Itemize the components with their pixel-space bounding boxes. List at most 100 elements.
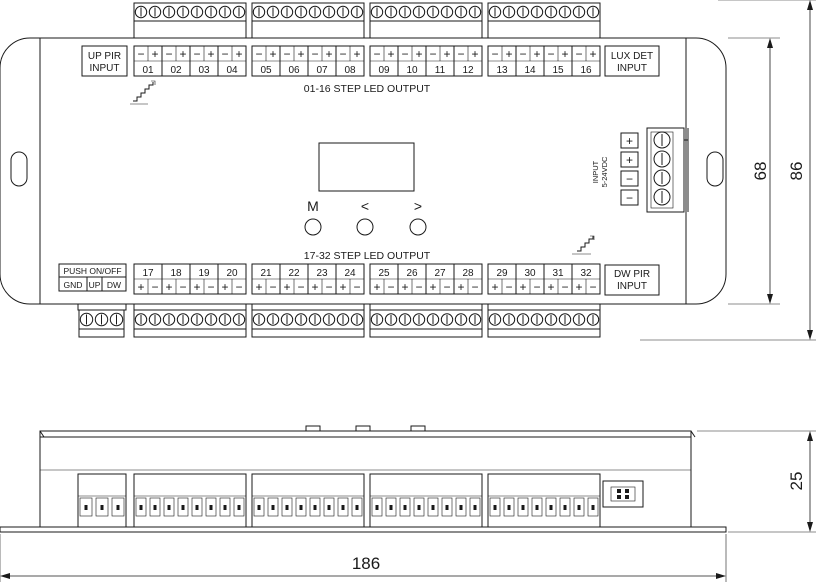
polarity-sign: +: [353, 47, 360, 61]
up-label: UP: [89, 280, 101, 290]
polarity-sign: +: [457, 280, 464, 294]
terminal-bottom-screw: [190, 313, 204, 326]
next-button[interactable]: >: [409, 198, 427, 236]
terminal-top-housing: [251, 2, 365, 22]
side-housing: [39, 430, 692, 528]
bottom-output-heading: 17-32 STEP LED OUTPUT: [304, 250, 431, 262]
polarity-sign: −: [471, 280, 478, 294]
side-pin: [309, 497, 321, 517]
terminal-bottom-screw: [572, 313, 586, 326]
menu-button[interactable]: M: [304, 198, 322, 236]
side-pin: [281, 497, 293, 517]
lux-det-label-2: INPUT: [617, 63, 647, 74]
push-terminal-screw: [109, 312, 124, 327]
channel-number-16: 16: [580, 65, 592, 76]
channel-number-20: 20: [226, 268, 238, 279]
polarity-sign: −: [533, 280, 540, 294]
terminal-bottom-screw: [148, 313, 162, 326]
channel-number-30: 30: [524, 268, 536, 279]
terminal-bottom-foot: [487, 328, 601, 338]
terminal-bottom-screw: [252, 313, 266, 326]
side-pin: [573, 497, 585, 517]
terminal-bottom-screw: [294, 313, 308, 326]
channel-number-24: 24: [344, 268, 356, 279]
terminal-bottom-screw: [454, 313, 468, 326]
channel-number-26: 26: [406, 268, 418, 279]
side-pin: [267, 497, 279, 517]
terminal-bottom-screw: [426, 313, 440, 326]
terminal-bottom-screw: [336, 313, 350, 326]
push-terminal-base: [77, 303, 127, 311]
polarity-sign: +: [179, 47, 186, 61]
polarity-sign: −: [589, 280, 596, 294]
polarity-sign: −: [491, 47, 498, 61]
polarity-sign: +: [235, 47, 242, 61]
channel-number-04: 04: [226, 65, 238, 76]
terminal-bottom-screw: [308, 313, 322, 326]
dimension-25: 25: [697, 430, 816, 533]
terminal-bottom-screw: [350, 313, 364, 326]
terminal-top-screw: [232, 5, 246, 19]
terminal-top-screw: [384, 5, 398, 19]
dim-186-text: 186: [352, 554, 380, 573]
terminal-top-screw: [148, 5, 162, 19]
terminal-bottom-housing: [487, 309, 601, 330]
channel-number-15: 15: [552, 65, 564, 76]
polarity-sign: −: [311, 47, 318, 61]
polarity-sign: −: [137, 47, 144, 61]
side-pin: [351, 497, 363, 517]
channel-grid-bottom: +−17+−18+−19+−20+−21+−22+−23+−24+−25+−26…: [133, 263, 601, 295]
channel-number-10: 10: [406, 65, 418, 76]
terminal-top-screw: [308, 5, 322, 19]
power-sign-box: [620, 170, 639, 187]
side-pin: [503, 497, 515, 517]
prev-button[interactable]: <: [356, 198, 374, 236]
terminal-bottom-base: [369, 303, 483, 311]
terminal-bottom-screw: [412, 313, 426, 326]
channel-number-17: 17: [142, 268, 154, 279]
side-pin: [219, 497, 231, 517]
terminal-bottom-screw: [162, 313, 176, 326]
terminal-bottom-screw: [544, 313, 558, 326]
side-pin: [469, 497, 481, 517]
terminal-top-screw: [322, 5, 336, 19]
terminal-top-screw: [544, 5, 558, 19]
push-label: PUSH ON/OFF: [63, 266, 121, 276]
terminal-top-screw: [502, 5, 516, 19]
push-on-off-box: PUSH ON/OFF GND UP DW: [58, 263, 127, 292]
terminal-bottom-screw: [370, 313, 384, 326]
side-connector-block: [251, 473, 365, 528]
terminal-top-screw: [468, 5, 482, 19]
terminal-bottom-screw: [398, 313, 412, 326]
side-pin: [337, 497, 349, 517]
polarity-sign: +: [151, 47, 158, 61]
polarity-sign: −: [353, 280, 360, 294]
channel-number-06: 06: [288, 65, 300, 76]
polarity-sign: −: [193, 47, 200, 61]
terminal-bottom-screw: [440, 313, 454, 326]
terminal-bottom-foot: [133, 328, 247, 338]
polarity-sign: +: [561, 47, 568, 61]
terminal-top-screw: [252, 5, 266, 19]
side-pin: [233, 497, 245, 517]
side-pin: [295, 497, 307, 517]
terminal-bottom-screw: [384, 313, 398, 326]
power-screw: [653, 150, 671, 168]
push-terminal-screw: [79, 312, 94, 327]
polarity-sign: +: [387, 47, 394, 61]
terminal-top-screw: [426, 5, 440, 19]
power-screw: [653, 188, 671, 206]
power-screw: [653, 169, 671, 187]
channel-number-27: 27: [434, 268, 446, 279]
terminal-top-base: [251, 20, 365, 39]
side-pin: [427, 497, 439, 517]
side-pin: [79, 497, 93, 517]
polarity-sign: +: [547, 280, 554, 294]
up-pir-label-2: INPUT: [90, 63, 120, 74]
polarity-sign: −: [179, 280, 186, 294]
polarity-sign: −: [547, 47, 554, 61]
side-pin: [111, 497, 125, 517]
polarity-sign: +: [339, 280, 346, 294]
polarity-sign: −: [415, 280, 422, 294]
terminal-top-screw: [454, 5, 468, 19]
